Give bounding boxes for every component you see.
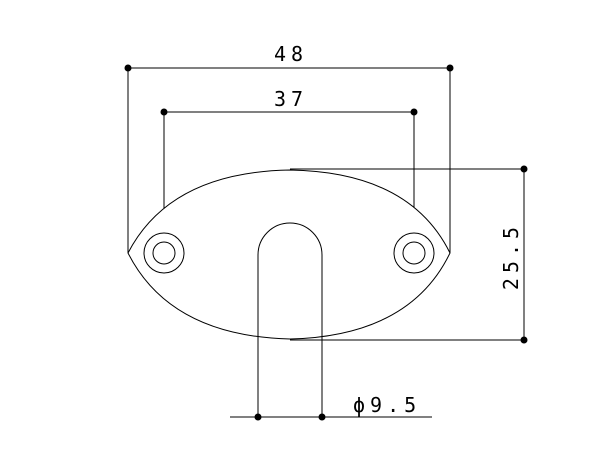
hole-inner-ring — [402, 241, 426, 265]
dimension-endpoint — [446, 64, 454, 72]
bore-top-arc — [257, 222, 323, 256]
dimension-endpoint — [318, 413, 326, 421]
dimension-label-37: 37 — [274, 87, 308, 111]
dimension-label-bore-diameter: ϕ9.5 — [353, 393, 421, 417]
center-bore — [257, 222, 323, 417]
dimension-endpoint — [160, 108, 168, 116]
mounting-hole-right — [393, 232, 435, 274]
dimension-endpoint — [124, 64, 132, 72]
dimension-label-48: 48 — [274, 42, 308, 66]
dimension-endpoint — [410, 108, 418, 116]
dimension-label-25-5: 25.5 — [499, 222, 523, 290]
dimension-48: 48 — [124, 42, 454, 253]
hole-outer-ring — [143, 232, 185, 274]
hole-inner-ring — [152, 241, 176, 265]
mounting-hole-left — [143, 232, 185, 274]
hole-outer-ring — [393, 232, 435, 274]
dimension-endpoint — [254, 413, 262, 421]
dimension-25-5: 25.5 — [290, 165, 528, 344]
dimension-endpoint — [520, 336, 528, 344]
dimension-endpoint — [520, 165, 528, 173]
dimension-bore-diameter: ϕ9.5 — [230, 393, 432, 421]
